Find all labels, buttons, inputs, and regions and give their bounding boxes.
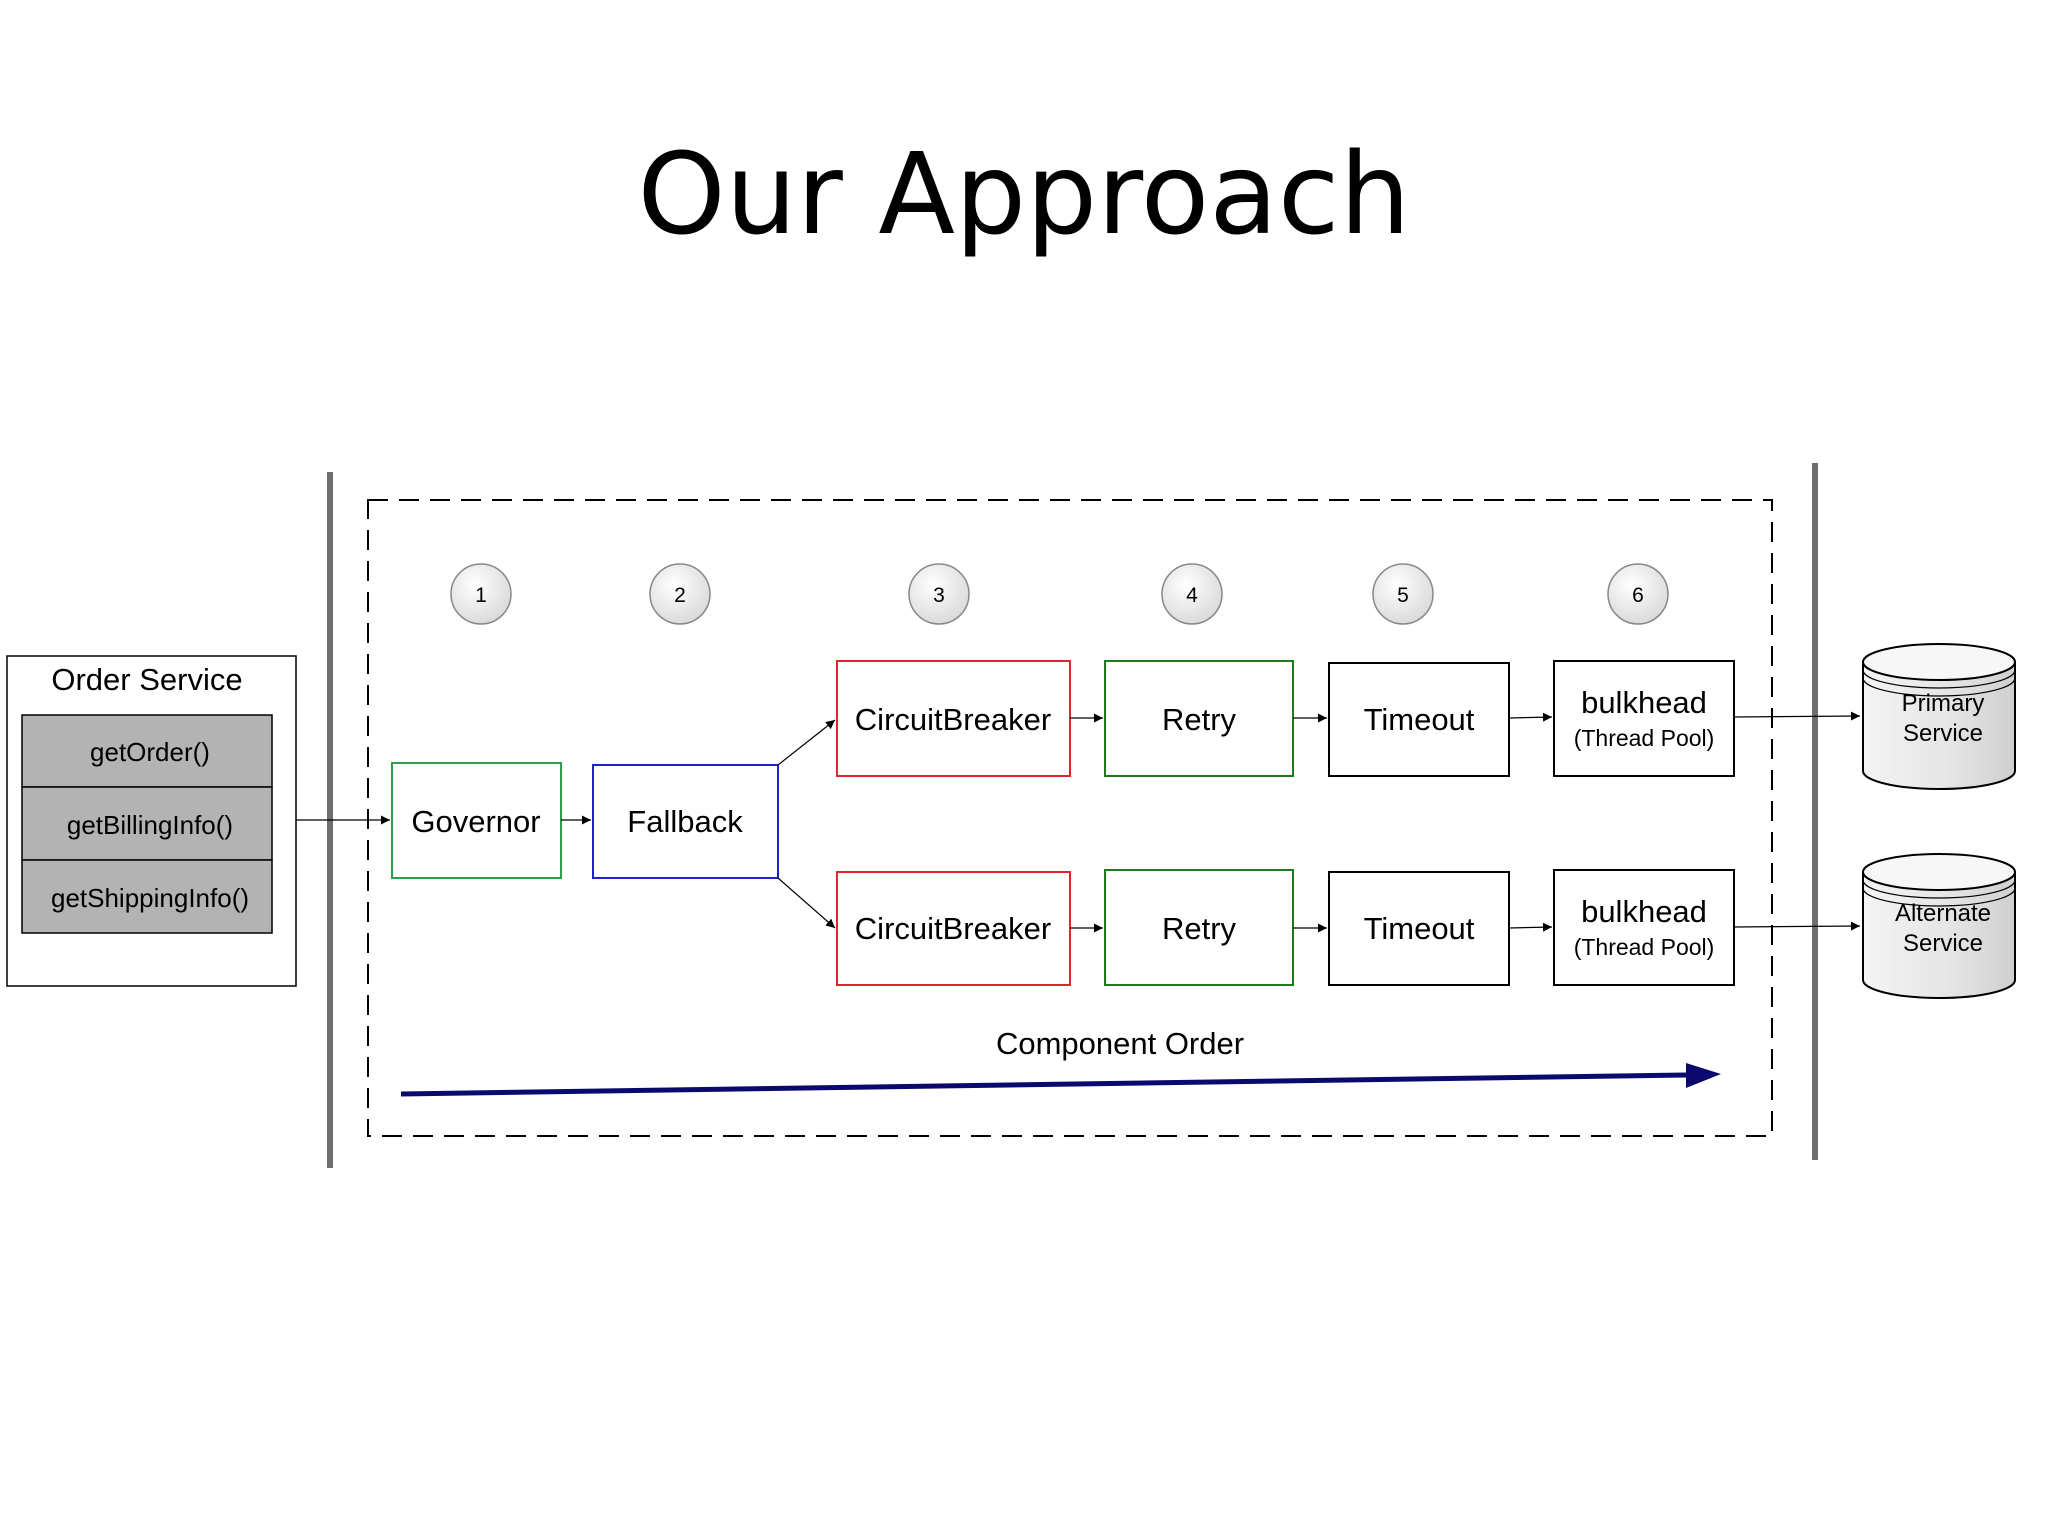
step-number: 2 xyxy=(674,584,686,607)
method-label: getOrder() xyxy=(90,737,210,767)
connector-arrow xyxy=(1508,712,1553,722)
timeout-box xyxy=(1328,662,1510,777)
primary-service-database: Primary Service xyxy=(1862,643,2016,790)
governor-box xyxy=(391,762,562,879)
retry-box xyxy=(1104,660,1294,777)
order-service: Order Service getOrder() getBillingInfo(… xyxy=(6,655,297,987)
connector-arrow xyxy=(1733,711,1861,721)
step-number: 5 xyxy=(1397,584,1409,607)
step-marker: 2 xyxy=(649,563,711,625)
governor-label: Governor xyxy=(411,804,540,839)
component-order-arrow xyxy=(400,1072,1687,1097)
fallback-box xyxy=(592,764,779,879)
alternate-service-label: Service xyxy=(1903,930,1983,957)
method-label: getBillingInfo() xyxy=(67,810,233,840)
step-marker: 3 xyxy=(908,563,970,625)
method-label: getShippingInfo() xyxy=(51,883,249,913)
bulkhead-sub-label: (Thread Pool) xyxy=(1574,725,1715,751)
bulkhead-box xyxy=(1553,660,1735,777)
bulkhead-label: bulkhead xyxy=(1581,894,1707,929)
step-number: 1 xyxy=(475,584,487,607)
slide-title: Our Approach xyxy=(637,130,1411,260)
step-markers: 1 2 3 4 5 6 xyxy=(450,563,1669,625)
alternate-chain: CircuitBreaker Retry Timeout bulkhead (T… xyxy=(836,869,1735,986)
bulkhead-box xyxy=(1553,869,1735,986)
order-service-label: Order Service xyxy=(51,662,242,697)
connector-arrow xyxy=(777,719,836,766)
alternate-service-label: Alternate xyxy=(1895,900,1991,927)
retry-label: Retry xyxy=(1162,911,1237,946)
primary-service-label: Primary xyxy=(1902,690,1985,717)
timeout-label: Timeout xyxy=(1364,911,1475,946)
alternate-service-database: Alternate Service xyxy=(1862,853,2016,999)
step-number: 4 xyxy=(1186,584,1198,607)
method-get-shipping-info xyxy=(21,859,273,934)
primary-service-label: Service xyxy=(1903,720,1983,747)
connector-arrow xyxy=(1733,921,1861,931)
primary-chain: CircuitBreaker Retry Timeout bulkhead (T… xyxy=(836,660,1735,777)
method-get-billing-info xyxy=(21,786,273,861)
circuit-breaker-label: CircuitBreaker xyxy=(855,911,1051,946)
resilience-pipeline-container xyxy=(367,499,1773,1137)
timeout-box xyxy=(1328,871,1510,986)
connector-arrow xyxy=(777,877,836,929)
step-number: 3 xyxy=(933,584,945,607)
fallback-label: Fallback xyxy=(627,804,743,839)
bulkhead-sub-label: (Thread Pool) xyxy=(1574,934,1715,960)
connectors xyxy=(296,711,1861,933)
circuit-breaker-box xyxy=(836,871,1071,986)
connector-arrow xyxy=(1508,922,1553,932)
step-marker: 4 xyxy=(1161,563,1223,625)
step-marker: 5 xyxy=(1372,563,1434,625)
step-number: 6 xyxy=(1632,584,1644,607)
retry-box xyxy=(1104,869,1294,986)
bulkhead-label: bulkhead xyxy=(1581,685,1707,720)
step-marker: 6 xyxy=(1607,563,1669,625)
method-get-order xyxy=(21,714,273,788)
component-order-arrowhead xyxy=(1686,1063,1721,1088)
timeout-label: Timeout xyxy=(1364,702,1475,737)
retry-label: Retry xyxy=(1162,702,1237,737)
component-order-label: Component Order xyxy=(996,1026,1244,1061)
circuit-breaker-label: CircuitBreaker xyxy=(855,702,1051,737)
circuit-breaker-box xyxy=(836,660,1071,777)
step-marker: 1 xyxy=(450,563,512,625)
